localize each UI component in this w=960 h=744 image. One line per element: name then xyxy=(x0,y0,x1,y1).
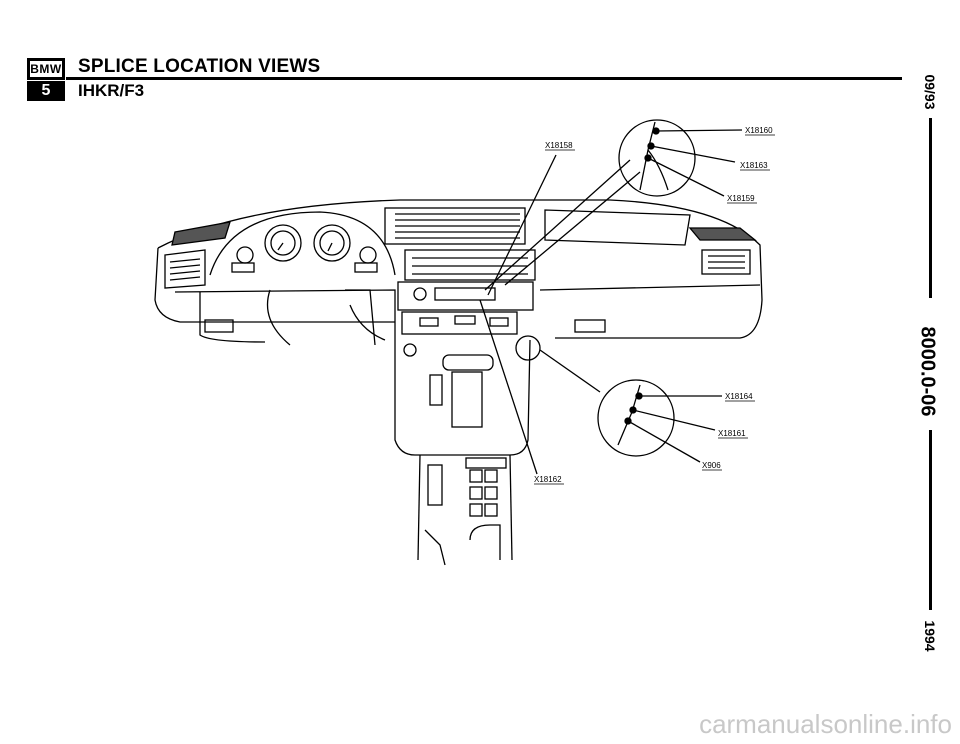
dashboard-outline xyxy=(154,199,763,343)
center-vents xyxy=(384,207,536,281)
left-vent xyxy=(164,221,231,289)
footer-watermark: carmanualsonline.info xyxy=(699,709,952,739)
label-x18158: X18158 xyxy=(545,141,573,150)
side-rule-top xyxy=(929,118,932,298)
steering-column xyxy=(266,289,386,346)
logo-model: 5 xyxy=(27,81,65,101)
logo-brand: BMW xyxy=(27,58,65,80)
label-x18164: X18164 xyxy=(725,392,753,401)
label-x18163: X18163 xyxy=(740,161,768,170)
title-rule xyxy=(66,77,902,80)
page-subtitle: IHKR/F3 xyxy=(78,81,145,100)
climate-panel xyxy=(397,281,534,335)
label-x906: X906 xyxy=(702,461,721,470)
instrument-cluster xyxy=(209,211,396,276)
label-x18160: X18160 xyxy=(745,126,773,135)
label-x18159: X18159 xyxy=(727,194,755,203)
center-console xyxy=(394,330,531,566)
bmw-logo: BMW 5 xyxy=(27,58,65,102)
page-title: SPLICE LOCATION VIEWS xyxy=(78,56,321,77)
leader-lines xyxy=(479,129,743,475)
label-x18161: X18161 xyxy=(718,429,746,438)
side-rule-bottom xyxy=(929,430,932,610)
label-x18162: X18162 xyxy=(534,475,562,484)
detail-circle-bottom xyxy=(597,379,675,457)
right-dash xyxy=(204,209,757,333)
